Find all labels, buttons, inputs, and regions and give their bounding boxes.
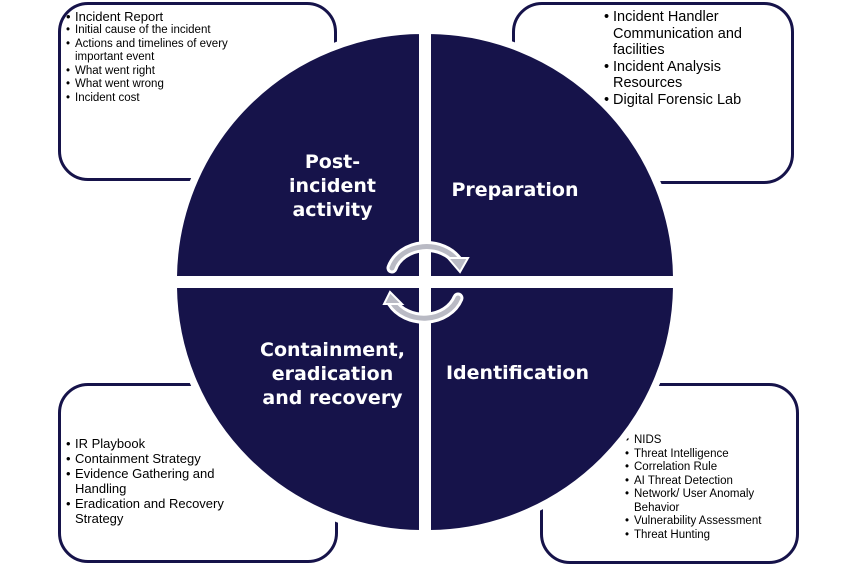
list-item: Evidence Gathering and Handling — [66, 466, 241, 496]
phase-identification: Identification — [445, 362, 590, 384]
quadrant-preparation — [429, 31, 676, 278]
list-item: Correlation Rule — [625, 461, 785, 475]
quadrant-identification — [429, 286, 676, 533]
phase-containment: Containment, eradication and recovery — [260, 339, 405, 409]
list-item: Incident Analysis Resources — [604, 59, 769, 92]
list-item: Incident cost — [66, 92, 256, 106]
list-item: Containment Strategy — [66, 451, 241, 466]
cycle-arrows-icon — [382, 241, 470, 324]
list-item: Incident Report — [66, 9, 256, 24]
list-item: NIDS — [625, 434, 785, 448]
phase-post-incident: Post-incident activity — [289, 151, 376, 221]
list-item: Network/ User Anomaly Behavior — [625, 488, 785, 515]
quadrant-post-incident — [174, 31, 421, 278]
list-item: Incident Handler Communication and facil… — [604, 9, 769, 59]
list-item: Actions and timelines of every important… — [66, 38, 256, 65]
quadrant-containment — [174, 286, 421, 533]
list-item: Digital Forensic Lab — [604, 92, 769, 109]
list-item: IR Playbook — [66, 436, 241, 451]
preparation-list: Incident Handler Communication and facil… — [604, 9, 769, 108]
containment-list: IR Playbook Containment Strategy Evidenc… — [66, 436, 241, 526]
list-item: Threat Hunting — [625, 529, 785, 543]
list-item: Eradication and Recovery Strategy — [66, 496, 241, 526]
identification-list: NIDS Threat Intelligence Correlation Rul… — [625, 434, 785, 542]
post-incident-list: Incident Report Initial cause of the inc… — [66, 9, 256, 105]
list-item: What went right — [66, 65, 256, 79]
phase-preparation: Preparation — [451, 179, 579, 201]
list-item: Threat Intelligence — [625, 448, 785, 462]
list-item: AI Threat Detection — [625, 475, 785, 489]
list-item: Initial cause of the incident — [66, 24, 256, 38]
list-item: Vulnerability Assessment — [625, 515, 785, 529]
list-item: What went wrong — [66, 78, 256, 92]
